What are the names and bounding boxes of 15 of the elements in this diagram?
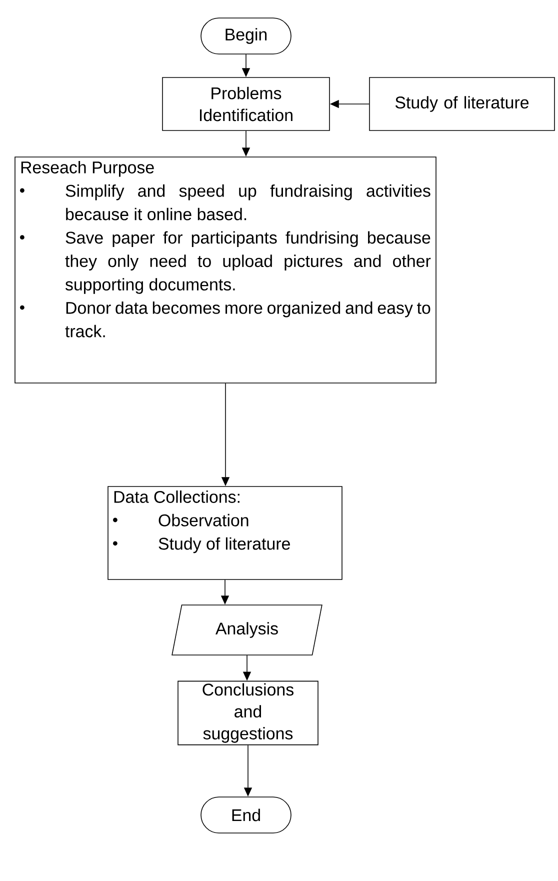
process-box [14, 156, 436, 384]
list-item: Study of literature [113, 537, 290, 554]
list-item: Observation [113, 514, 248, 526]
process-box: Study of literature [369, 77, 555, 131]
list-item: Donor data becomes more organized and easy to track. [20, 301, 430, 338]
terminal-box: Begin [200, 18, 292, 54]
list-item: Save paper for participants fundrising because they only need to upload pictures and other supporting documents. [20, 231, 431, 294]
list-heading: Data Collections: [114, 490, 240, 503]
process-box: Conclusions and suggestions [178, 680, 318, 746]
data-parallelogram: Analysis [172, 604, 322, 656]
process-box [108, 486, 342, 580]
list-heading: Reseach Purpose [21, 161, 154, 177]
list-item: Simplify and speed up fundraising activities because it online based. [20, 184, 430, 220]
process-box: Problems Identification [162, 77, 330, 131]
terminal-box: End [200, 796, 292, 834]
